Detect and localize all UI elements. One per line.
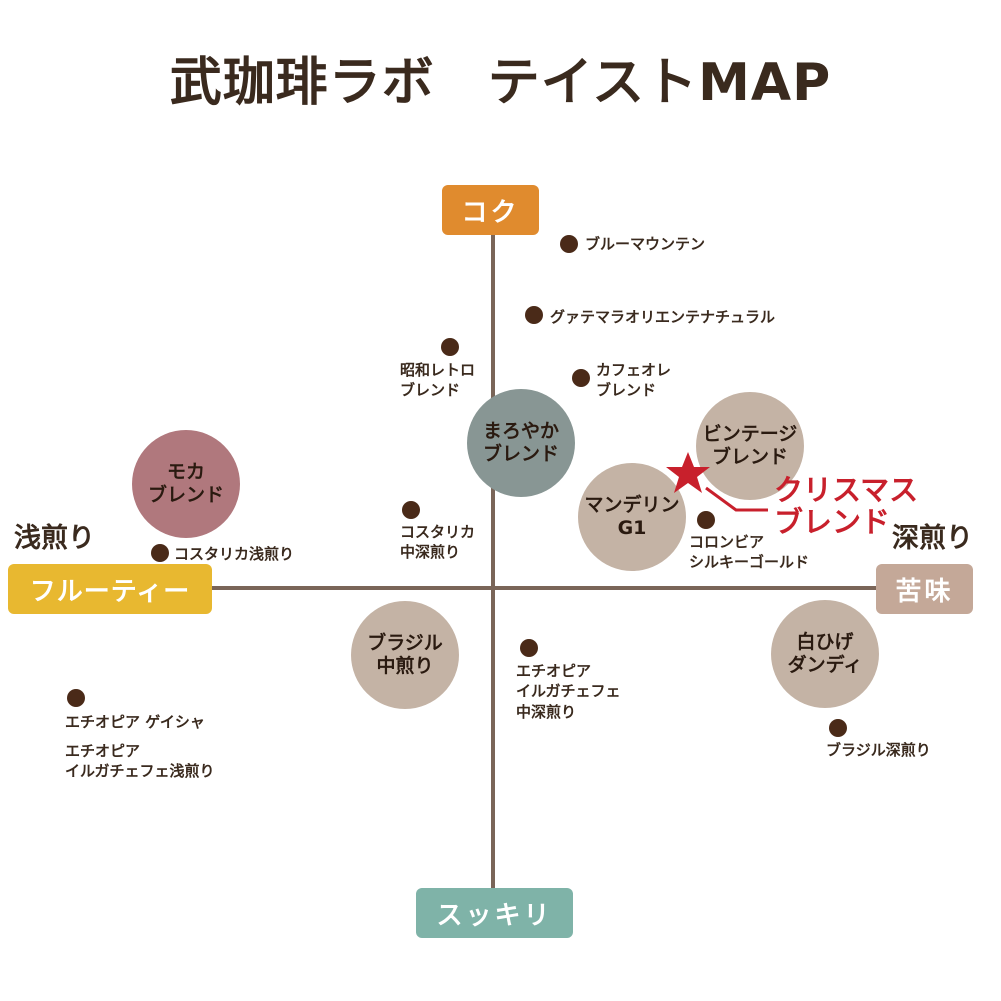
bean-label-line: コロンビア (689, 533, 765, 551)
blend-brazil-medium: ブラジル中煎り (351, 601, 459, 709)
blend-name: G1 (617, 517, 647, 539)
blend-name: モカ (166, 461, 205, 484)
bean-label-line: コスタリカ (400, 523, 476, 541)
bean-label: エチオピアイルガチェフェ浅煎り (65, 741, 215, 782)
bean-label: 昭和レトロブレンド (400, 360, 475, 401)
bean-label-line: 中深煎り (400, 543, 461, 562)
bean-dot (697, 511, 715, 529)
bean-dot (67, 689, 85, 707)
axis-label-clean: スッキリ (416, 888, 573, 938)
bean-label-line: シルキーゴールド (689, 553, 810, 572)
featured-line: クリスマス (774, 473, 919, 507)
bean-label-line: イルガチェフェ (516, 682, 621, 701)
featured-line: ブレンド (774, 505, 891, 540)
blend-name: ダンディ (787, 654, 863, 676)
bean-label-line: エチオピア (516, 662, 592, 680)
blend-name: ブレンド (147, 484, 224, 506)
bean-label-line: エチオピア (65, 742, 141, 760)
bean-label-line: 中深煎り (516, 702, 577, 721)
axis-label-bitter: 苦味 (876, 564, 973, 614)
blend-name: ブレンド (482, 443, 559, 465)
featured-blend-label: クリスマスブレンド (774, 474, 918, 539)
bean-dot (572, 369, 590, 387)
bean-label-line: カフェオレ (596, 361, 672, 379)
page-title: 武珈琲ラボ テイストMAP (169, 53, 832, 113)
axis-label-fruity: フルーティー (8, 564, 212, 614)
blend-name: ビンテージ (702, 423, 798, 446)
blend-shirohige-dandy: 白ひげダンディ (771, 600, 879, 708)
blend-name: ブラジル (367, 632, 443, 655)
blend-vintage: ビンテージブレンド (696, 392, 804, 500)
bean-label: エチオピアイルガチェフェ中深煎り (516, 661, 621, 722)
bean-dot (151, 544, 169, 562)
blend-name: マンデリン (584, 494, 680, 517)
bean-label-line: ブレンド (400, 381, 461, 400)
blend-mocha: モカブレンド (132, 430, 240, 538)
bean-label-line: 昭和レトロ (400, 361, 476, 379)
bean-label: グァテマラオリエンテナチュラル (550, 308, 776, 326)
bean-label: ブルーマウンテン (585, 235, 706, 253)
bean-label: コスタリカ浅煎り (174, 545, 295, 563)
bean-label-line: ブレンド (596, 381, 657, 400)
horizontal-axis (210, 586, 880, 590)
axis-label-body: コク (442, 185, 539, 235)
blend-maroyaka: まろやかブレンド (467, 389, 575, 497)
bean-dot (520, 639, 538, 657)
bean-label: カフェオレブレンド (596, 360, 671, 401)
bean-label: コスタリカ中深煎り (400, 522, 475, 563)
bean-dot (829, 719, 847, 737)
bean-label-line: イルガチェフェ浅煎り (65, 762, 215, 781)
vertical-axis (491, 232, 495, 890)
bean-dot (560, 235, 578, 253)
blend-name: ブレンド (711, 446, 788, 468)
blend-name: 白ひげ (796, 631, 854, 654)
blend-name: 中煎り (376, 655, 434, 677)
light-roast-label: 浅煎り (14, 523, 95, 554)
star-icon (666, 452, 768, 512)
blend-name: まろやか (482, 420, 559, 443)
bean-dot (525, 306, 543, 324)
bean-label: コロンビアシルキーゴールド (689, 532, 809, 573)
bean-dot (402, 501, 420, 519)
bean-dot (441, 338, 459, 356)
dark-roast-label: 深煎り (892, 523, 973, 554)
bean-label: ブラジル深煎り (826, 741, 931, 759)
bean-label: エチオピア ゲイシャ (65, 713, 205, 731)
